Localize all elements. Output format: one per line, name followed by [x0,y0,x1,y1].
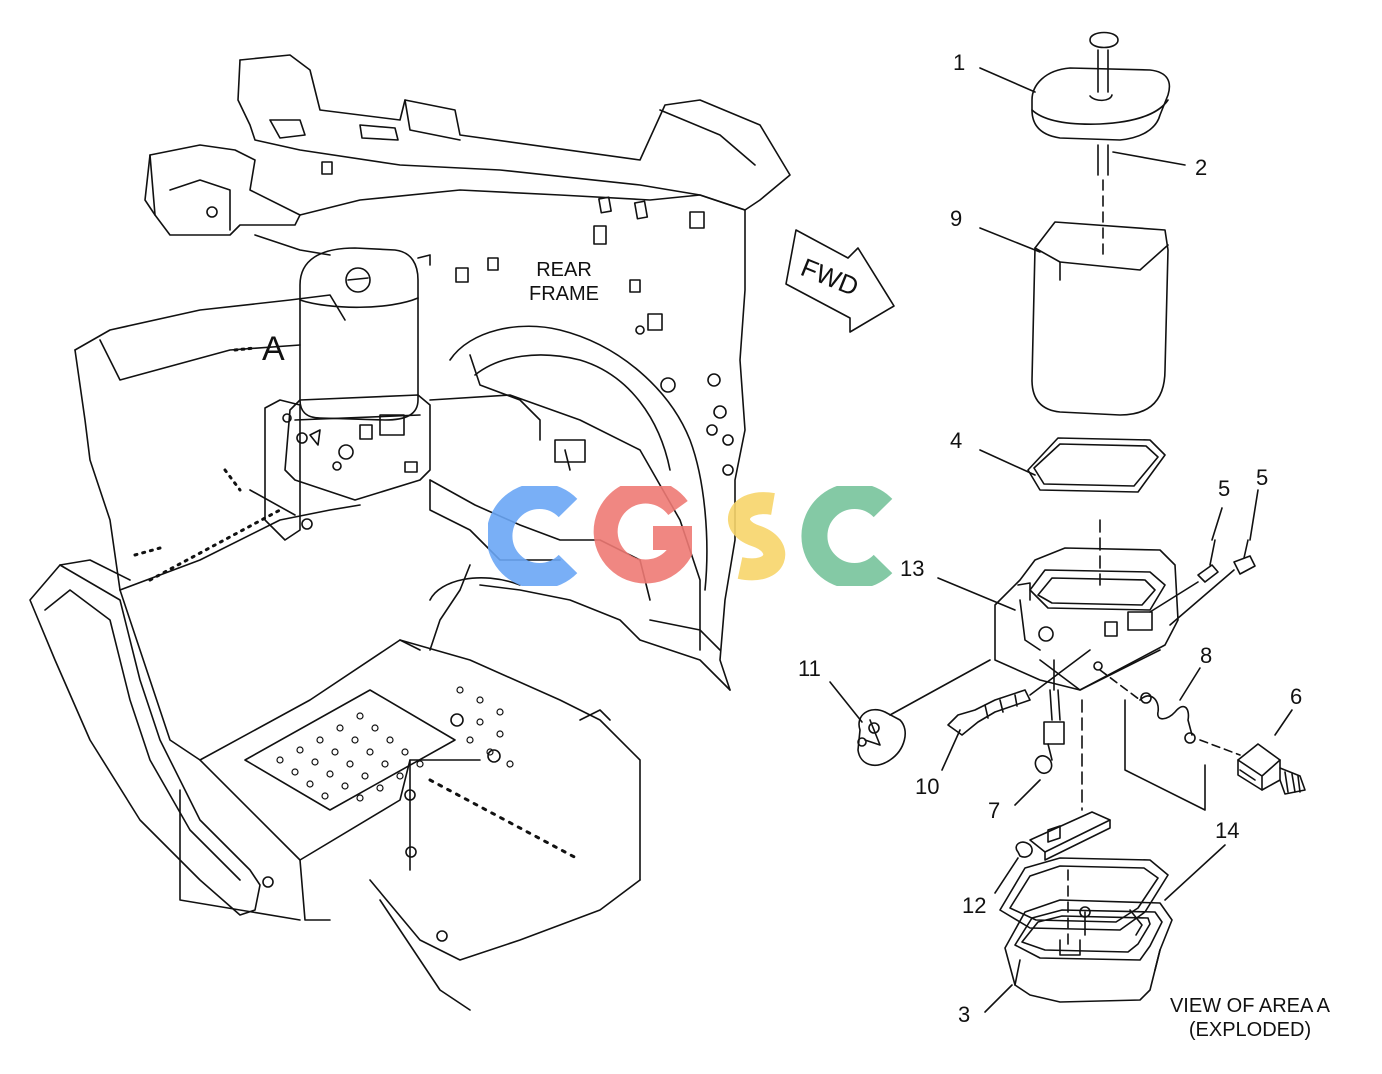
part-2-bolt [1097,49,1109,93]
filter-assembly-installed [284,247,431,501]
rear-frame-label: REAR FRAME [512,258,616,306]
leader-lines [829,67,1293,1013]
callout-3: 3 [958,1002,971,1027]
part-13-head [994,547,1179,691]
area-a-marker: A [262,330,285,368]
watermark-c1 [488,486,578,586]
callout-10: 10 [915,774,940,799]
callout-9: 9 [950,206,963,231]
callout-4: 4 [950,428,963,453]
watermark-c2 [801,486,893,586]
part-14-seal [999,857,1169,931]
part-1-cap [1031,67,1171,141]
callout-5b: 5 [1256,465,1269,490]
callout-2: 2 [1195,155,1208,180]
cgsc-watermark-logo [488,486,893,586]
part-5-fitting-a [1197,564,1219,583]
part-12-board [1029,811,1111,853]
part-7-sensor [1049,689,1061,721]
callout-12: 12 [962,893,987,918]
callout-7: 7 [988,798,1001,823]
part-10-sensor [947,689,1031,736]
part-9-bowl [1031,221,1169,416]
part-8-wire [1139,695,1193,736]
callout-5a: 5 [1218,476,1231,501]
watermark-g [593,486,692,584]
callout-6: 6 [1290,684,1303,709]
rear-frame-label-line2: FRAME [529,283,599,305]
callout-13: 13 [900,556,925,581]
part-11-sensor [857,708,906,766]
rear-frame-label-line1: REAR [536,259,592,281]
part-5-fitting-b [1233,555,1256,575]
fwd-arrow-outline [785,229,895,333]
callout-14: 14 [1215,818,1240,843]
exploded-view-drawing [857,31,1306,1003]
grate-holes [276,686,514,802]
rear-frame-drawing [29,54,791,1011]
caption-line2: (EXPLODED) [1188,1019,1312,1041]
exploded-view-caption: VIEW OF AREA A (EXPLODED) [1150,994,1350,1042]
callout-11: 11 [798,656,821,681]
watermark-s [728,492,786,581]
plate-fasteners [321,161,734,476]
part-6-fitting [1237,743,1281,791]
part-4-gasket [1027,437,1166,493]
callout-8: 8 [1200,643,1213,668]
callout-1: 1 [953,50,966,75]
caption-line1: VIEW OF AREA A [1169,995,1331,1017]
